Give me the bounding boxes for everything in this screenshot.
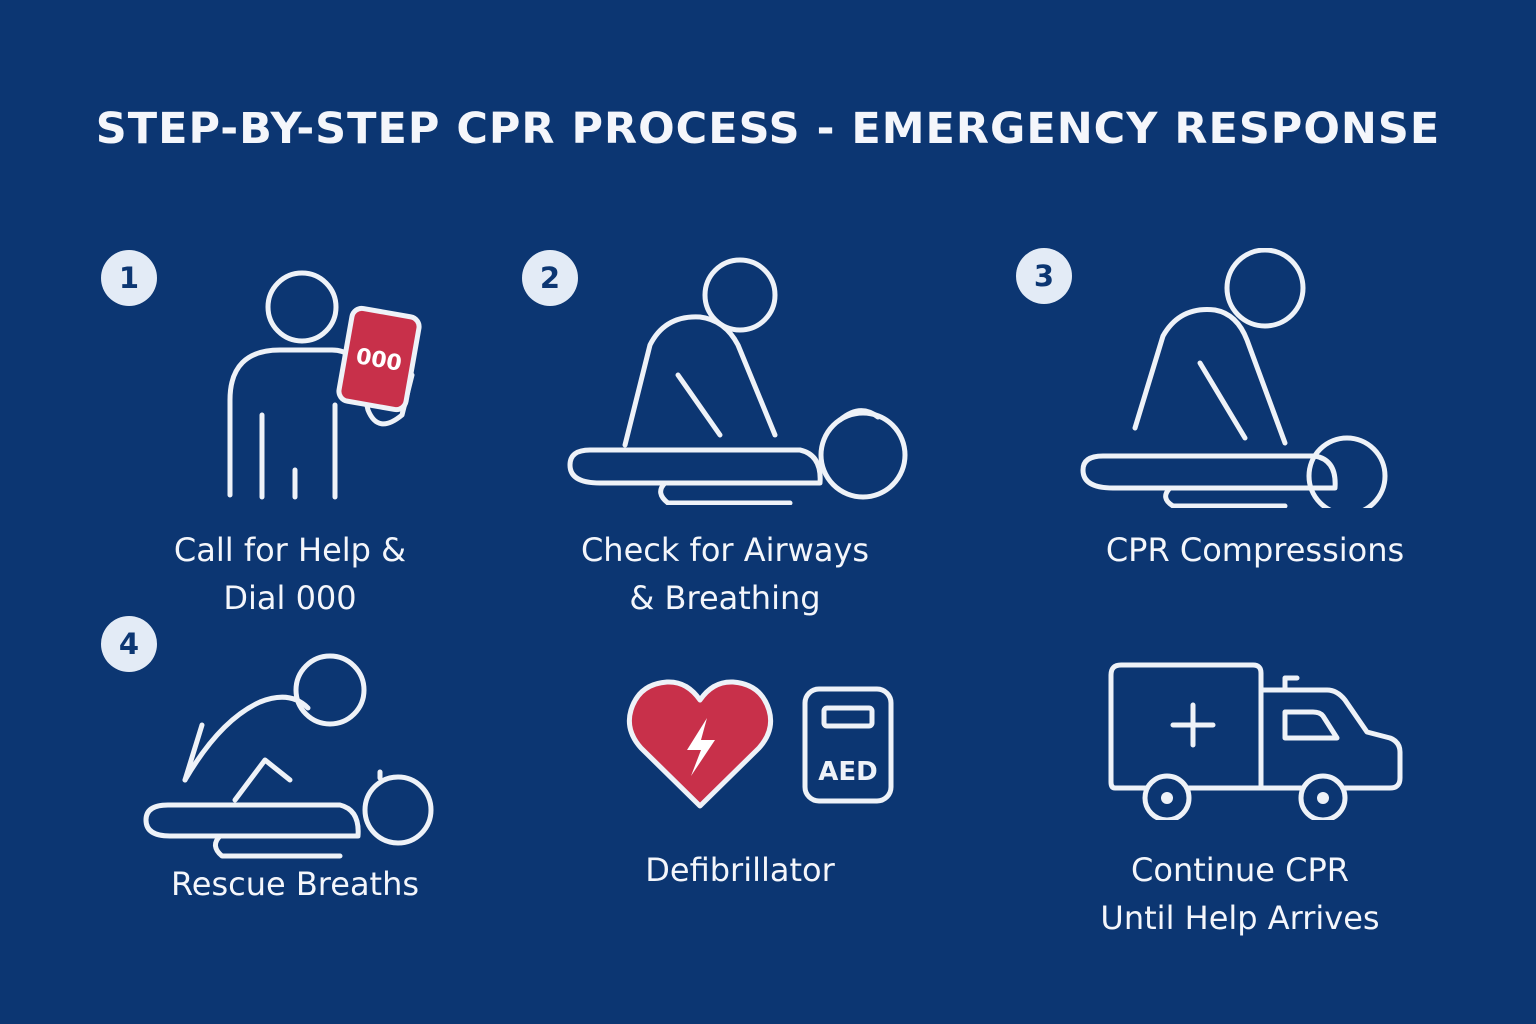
heart-bolt-icon	[625, 678, 775, 813]
ambulance-icon	[1105, 660, 1405, 820]
step-2-label-line-2: & Breathing	[629, 579, 821, 617]
continue-label-line-1: Continue CPR	[1131, 851, 1349, 889]
step-2-badge: 2	[522, 250, 578, 306]
page-title: STEP-BY-STEP CPR PROCESS - EMERGENCY RES…	[95, 104, 1441, 154]
step-3-label-line-1: CPR Compressions	[1105, 531, 1405, 569]
continue-label-line-2: Until Help Arrives	[1100, 899, 1380, 937]
step-3-label: CPR Compressions	[1075, 526, 1435, 574]
airway-check-icon	[560, 255, 910, 505]
rescue-breaths-icon	[140, 650, 440, 860]
step-4-label: Rescue Breaths	[145, 860, 445, 908]
step-4-label-line-1: Rescue Breaths	[170, 865, 420, 903]
cpr-compressions-icon	[1075, 248, 1395, 508]
step-1-label-line-2: Dial 000	[223, 579, 357, 617]
step-3-badge: 3	[1016, 248, 1072, 304]
defibrillator-label: Defibrillator	[590, 846, 890, 894]
step-1-badge: 1	[101, 250, 157, 306]
step-4-badge: 4	[101, 616, 157, 672]
step-2-label-line-1: Check for Airways	[580, 531, 870, 569]
continue-label: Continue CPR Until Help Arrives	[1060, 846, 1420, 942]
defibrillator-label-text: Defibrillator	[645, 851, 835, 889]
person-phone-icon: 000	[200, 265, 450, 510]
aed-device-icon: AED	[800, 684, 896, 806]
step-1-label: Call for Help & Dial 000	[140, 526, 440, 622]
step-1-label-line-1: Call for Help &	[173, 531, 407, 569]
step-2-label: Check for Airways & Breathing	[545, 526, 905, 622]
aed-text: AED	[818, 757, 877, 787]
